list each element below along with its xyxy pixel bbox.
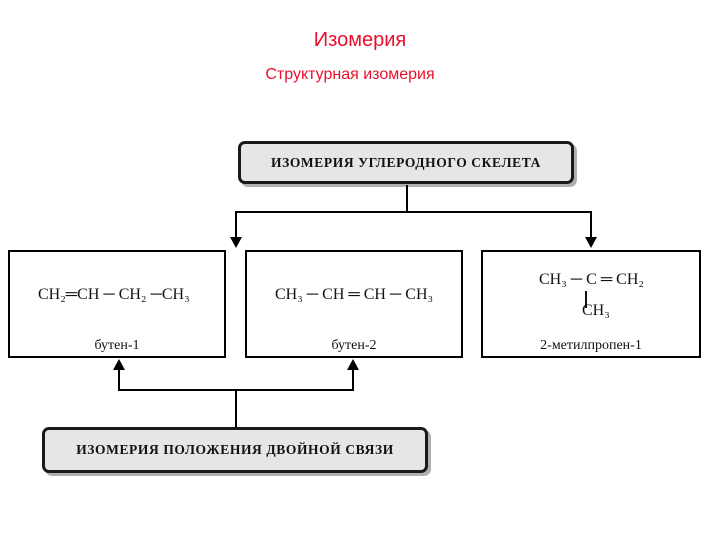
carbon-skeleton-isomerism-box: ИЗОМЕРИЯ УГЛЕРОДНОГО СКЕЛЕТА (238, 141, 574, 184)
isomer-formula-main: CH₃ ─ C ═ CH₂ (539, 271, 644, 288)
isomer-formula: CH₂═CH ─ CH₂ ─CH₃ (38, 286, 190, 303)
double-bond-position-isomerism-box: ИЗОМЕРИЯ ПОЛОЖЕНИЯ ДВОЙНОЙ СВЯЗИ (42, 427, 428, 473)
page-subtitle: Структурная изомерия (265, 66, 435, 83)
isomer-formula-branch: CH₃ (582, 302, 610, 319)
connector-top-stem (406, 185, 408, 212)
double-bond-position-isomerism-label: ИЗОМЕРИЯ ПОЛОЖЕНИЯ ДВОЙНОЙ СВЯЗИ (76, 442, 394, 457)
isomer-formula: CH₃ ─ CH ═ CH ─ CH₃ (275, 286, 434, 303)
arrow-up-right-icon (347, 359, 359, 370)
isomer-name: бутен-1 (94, 338, 140, 353)
connector-bottom-stem (235, 389, 237, 427)
connector-bottom-right-rise (352, 369, 354, 390)
isomer-box-butene-1: CH₂═CH ─ CH₂ ─CH₃ бутен-1 (8, 250, 226, 358)
page-title: Изомерия (313, 29, 407, 51)
connector-top-left-drop (235, 211, 237, 238)
arrow-up-left-icon (113, 359, 125, 370)
isomer-box-2-methylpropene-1: CH₃ ─ C ═ CH₂ CH₃ 2-метилпропен-1 (481, 250, 701, 358)
connector-bottom-left-rise (118, 369, 120, 390)
isomer-box-butene-2: CH₃ ─ CH ═ CH ─ CH₃ бутен-2 (245, 250, 463, 358)
isomer-name: 2-метилпропен-1 (540, 338, 642, 353)
isomer-name: бутен-2 (331, 338, 377, 353)
connector-top-right-drop (590, 211, 592, 238)
branch-bond (585, 291, 587, 308)
connector-top-horizontal (235, 211, 592, 213)
arrow-down-right-icon (585, 237, 597, 248)
arrow-down-left-icon (230, 237, 242, 248)
carbon-skeleton-isomerism-label: ИЗОМЕРИЯ УГЛЕРОДНОГО СКЕЛЕТА (271, 154, 541, 170)
